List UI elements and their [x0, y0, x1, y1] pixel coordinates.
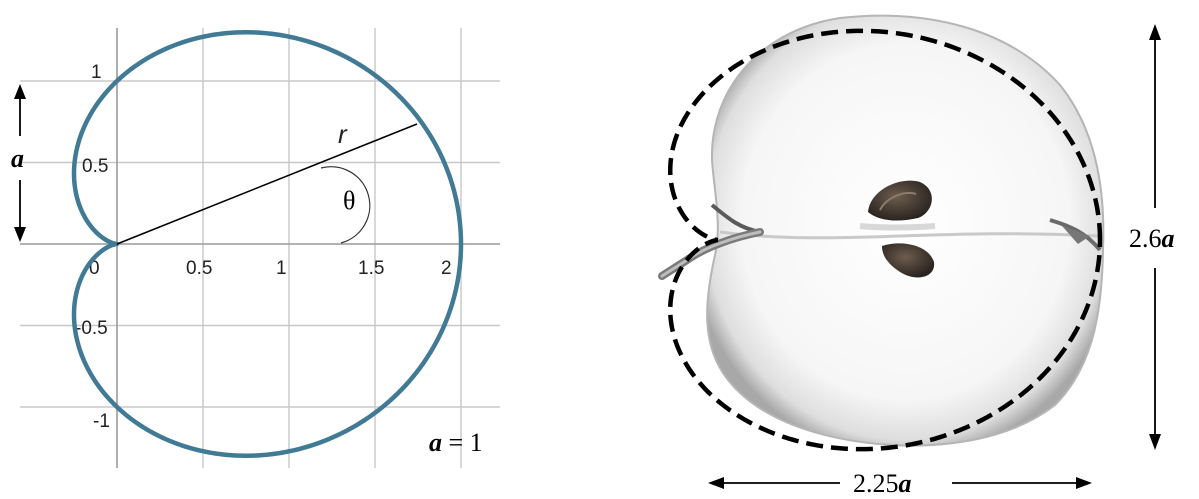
apple-blossom-end — [1062, 226, 1090, 244]
apple-seed-top — [868, 180, 932, 221]
x-tick-label-0: 0 — [89, 258, 100, 279]
x-tick-label-0.5: 0.5 — [186, 258, 212, 279]
width-label: 2.25a — [853, 469, 912, 498]
x-tick-label-1.5: 1.5 — [358, 258, 384, 279]
y-tick-labels: 1 0.5 -0.5 -1 — [75, 62, 110, 432]
apple-cardioid-outline — [667, 28, 1103, 452]
apple-seed-bottom — [882, 243, 935, 278]
apple-flesh — [706, 14, 1105, 447]
height-label: 2.6a — [1129, 224, 1175, 253]
x-tick-labels: 0 0.5 1 1.5 2 — [89, 258, 452, 279]
angle-arc — [320, 166, 371, 244]
axes — [20, 28, 500, 468]
y-tick-label-1: 1 — [91, 62, 102, 83]
x-tick-label-1: 1 — [276, 258, 287, 279]
grid — [20, 28, 500, 468]
x-tick-label-2: 2 — [441, 258, 452, 279]
y-tick-label-minus-0.5: -0.5 — [75, 318, 108, 339]
apple-right-shadow — [1049, 218, 1102, 252]
width-dimension: 2.25a — [708, 469, 1092, 498]
y-tick-label-minus-1: -1 — [93, 411, 110, 432]
apple-panel: 2.6a 2.25a — [658, 14, 1175, 498]
a-dimension-label: a — [11, 144, 24, 173]
a-equals-caption: a = 1 — [429, 428, 483, 457]
apple-photo — [658, 14, 1105, 447]
apple-core-seam — [719, 230, 1099, 240]
cardioid-panel: 0 0.5 1 1.5 2 1 0.5 -0.5 -1 r θ a — [11, 28, 500, 468]
radius-line — [116, 123, 418, 245]
height-dimension: 2.6a — [1129, 24, 1175, 450]
a-dimension-arrow: a — [11, 84, 26, 242]
angle-label: θ — [343, 186, 355, 215]
radius-label: r — [338, 119, 348, 149]
y-tick-label-0.5: 0.5 — [82, 156, 108, 177]
